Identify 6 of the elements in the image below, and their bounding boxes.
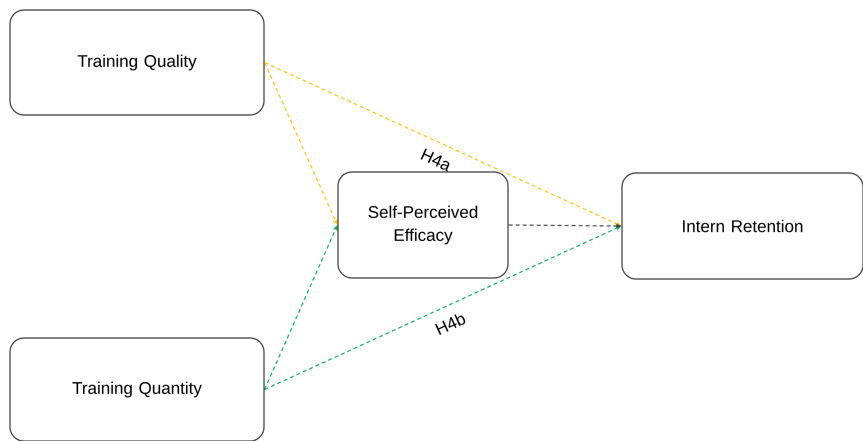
edge-label: H4a xyxy=(420,148,450,172)
text-box: Self-Perceived Efficacy xyxy=(337,171,509,279)
edge-label: H4b xyxy=(435,314,466,336)
text-box: Training Quality xyxy=(9,9,265,116)
text-box: Training Quantity xyxy=(9,337,265,441)
text-box: Intern Retention xyxy=(621,172,863,280)
